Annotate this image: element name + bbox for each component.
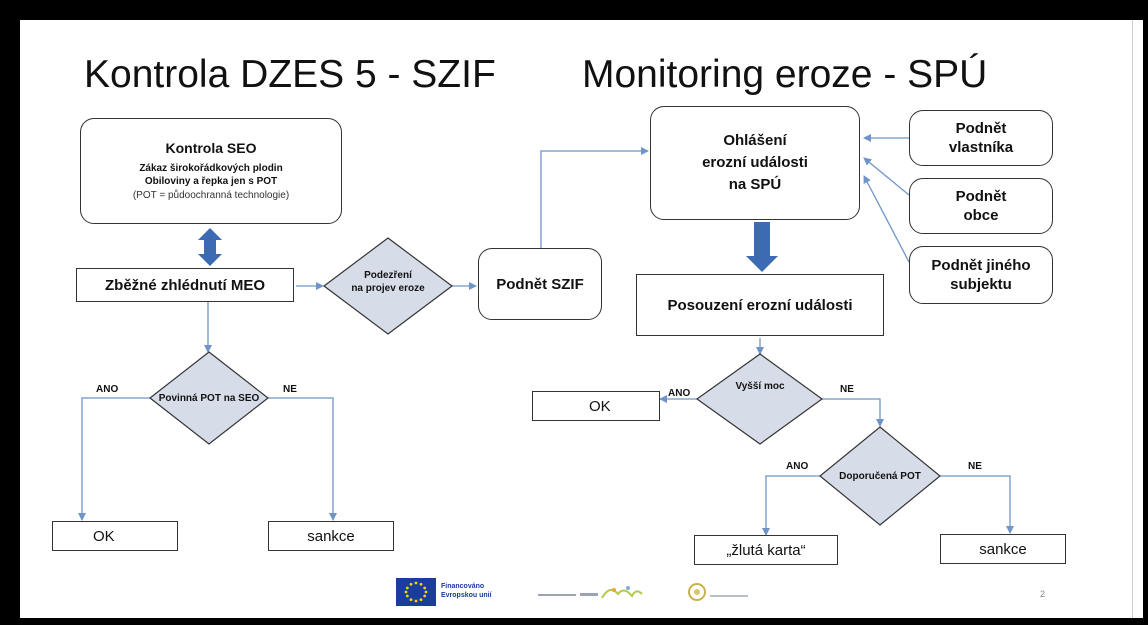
podnet-jineho-line1: Podnět jiného xyxy=(931,256,1031,274)
eu-text-line1: Financováno xyxy=(441,583,485,591)
connector-obec-ohlaseni xyxy=(863,157,910,196)
kontrola-seo-note: (POT = půdoochranná technologie) xyxy=(132,189,290,201)
povinna-ne-label: NE xyxy=(283,384,297,395)
podezreni-diamond xyxy=(323,237,453,335)
podnet-jineho-box: Podnět jiného subjektu xyxy=(909,246,1053,304)
zbezne-box: Zběžné zhlédnutí MEO xyxy=(76,268,294,302)
podnet-jineho-line2: subjektu xyxy=(950,276,1012,293)
doporucena-label: Doporučená POT xyxy=(839,471,921,482)
eu-text-line2: Evropskou unií xyxy=(441,592,492,599)
connector-povinna-ok xyxy=(78,397,150,521)
posouzeni-box: Posouzení erozní události xyxy=(636,274,884,336)
right-ok-box: OK xyxy=(532,391,660,421)
povinna-ano-label: ANO xyxy=(96,384,119,395)
podnet-obce-line2: obce xyxy=(963,207,999,224)
podnet-obce-line1: Podnět xyxy=(955,187,1007,205)
connector-vyssi-doporucena xyxy=(822,398,884,427)
ohlaseni-line1: Ohlášení xyxy=(723,132,787,150)
vyssi-ne-label: NE xyxy=(840,384,854,395)
podnet-vlastnika-line2: vlastníka xyxy=(948,139,1014,156)
doporucena-ano-label: ANO xyxy=(786,461,809,472)
doporucena-diamond xyxy=(819,426,941,526)
connector-szif-ohlaseni xyxy=(540,147,649,248)
left-sankce-box: sankce xyxy=(268,521,394,551)
left-title: Kontrola DZES 5 - SZIF xyxy=(84,53,496,96)
kontrola-seo-line2: Obiloviny a řepka jen s POT xyxy=(144,176,278,188)
down-arrow-icon xyxy=(746,222,778,272)
connector-jiny-ohlaseni xyxy=(863,175,910,263)
vyssi-ano-label: ANO xyxy=(668,388,691,399)
connector-doporucena-zluta xyxy=(762,475,820,536)
doporucena-ne-label: NE xyxy=(968,461,982,472)
zluta-karta-box: „žlutá karta“ xyxy=(694,535,838,565)
ohlaseni-line2: erozní události xyxy=(702,154,808,172)
podnet-obce-box: Podnět obce xyxy=(909,178,1053,234)
ministry-logo xyxy=(688,583,748,601)
kontrola-seo-box: Kontrola SEO Zákaz širokořádkových plodi… xyxy=(80,118,342,224)
ohlaseni-box: Ohlášení erozní události na SPÚ xyxy=(650,106,860,220)
podnet-vlastnika-line1: Podnět xyxy=(955,119,1007,137)
double-arrow-icon xyxy=(198,228,222,266)
left-ok-box: OK xyxy=(52,521,178,551)
podnet-vlastnika-box: Podnět vlastníka xyxy=(909,110,1053,166)
podezreni-line1: Podezření xyxy=(364,270,412,281)
povinna-diamond xyxy=(149,351,269,445)
right-sankce-box: sankce xyxy=(940,534,1066,564)
eu-logo: Financováno Evropskou unií xyxy=(396,578,492,606)
right-edge-strip xyxy=(1132,20,1143,618)
podnet-szif-box: Podnět SZIF xyxy=(478,248,602,320)
kontrola-seo-line1: Zákaz širokořádkových plodin xyxy=(139,162,283,174)
connector-povinna-sankce xyxy=(268,397,337,521)
page-number: 2 xyxy=(1040,589,1046,599)
connector-doporucena-sankce xyxy=(940,475,1014,534)
podezreni-label: Podezření na projev eroze xyxy=(336,269,440,295)
ohlaseni-line3: na SPÚ xyxy=(728,175,782,193)
partner-logo xyxy=(538,586,643,599)
vyssi-moc-label: Vyšší moc xyxy=(735,381,785,392)
eu-text: Financováno Evropskou unií xyxy=(441,583,492,601)
povinna-label: Povinná POT na SEO xyxy=(158,393,260,404)
podezreni-line2: na projev eroze xyxy=(351,283,425,294)
eu-flag-icon xyxy=(396,578,436,606)
kontrola-seo-title: Kontrola SEO xyxy=(165,139,257,156)
right-title: Monitoring eroze - SPÚ xyxy=(582,53,988,96)
vyssi-moc-diamond xyxy=(695,353,824,445)
